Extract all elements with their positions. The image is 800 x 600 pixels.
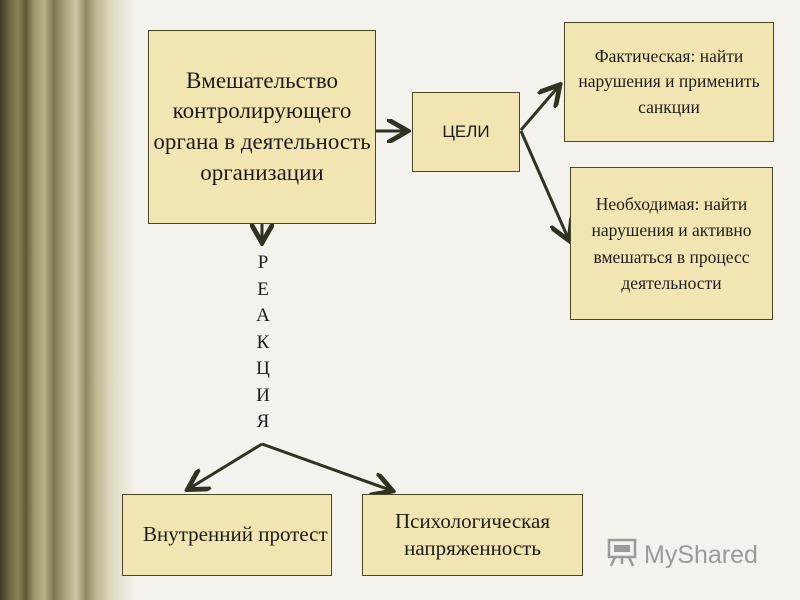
box-intervention: Вмешательство контролирующего органа в д… bbox=[148, 30, 376, 224]
box-intervention-text: Вмешательство контролирующего органа в д… bbox=[153, 67, 371, 185]
box-psychological-tension: Психологическая напряженность bbox=[362, 494, 583, 576]
reaction-letter: Р bbox=[257, 252, 269, 273]
box-actual-goal: Фактическая: найти нарушения и применить… bbox=[564, 22, 774, 142]
reaction-letter: К bbox=[256, 331, 270, 353]
reaction-letter: Я bbox=[256, 411, 270, 432]
reaction-letter: И bbox=[256, 384, 270, 406]
myshared-watermark: MyShared bbox=[606, 538, 758, 572]
box-actual-goal-text: Фактическая: найти нарушения и применить… bbox=[578, 45, 760, 117]
reaction-letter: Е bbox=[257, 278, 269, 300]
box-internal-protest-text: Внутренний протест bbox=[143, 522, 328, 547]
box-psychological-tension-text: Психологическая напряженность bbox=[394, 508, 551, 560]
arrow-goals-to-actual bbox=[519, 87, 558, 131]
box-internal-protest: Внутренний протест bbox=[122, 494, 332, 576]
box-goals-text: ЦЕЛИ bbox=[442, 122, 490, 141]
box-needed-goal-text: Необходимая: найти нарушения и активно в… bbox=[591, 194, 752, 293]
presentation-board-icon bbox=[606, 536, 638, 575]
arrow-goals-to-needed bbox=[519, 130, 568, 238]
watermark-text: MyShared bbox=[644, 540, 758, 569]
reaction-letter: Ц bbox=[256, 358, 270, 379]
arrow-reaction-to-protest bbox=[190, 442, 263, 488]
box-goals: ЦЕЛИ bbox=[412, 92, 520, 172]
reaction-letter: А bbox=[256, 305, 270, 326]
decorative-left-band bbox=[0, 0, 135, 600]
box-needed-goal: Необходимая: найти нарушения и активно в… bbox=[570, 167, 773, 320]
arrow-reaction-to-tension bbox=[261, 442, 390, 490]
reaction-vertical-label: Р Е А К Ц И Я bbox=[252, 250, 274, 436]
